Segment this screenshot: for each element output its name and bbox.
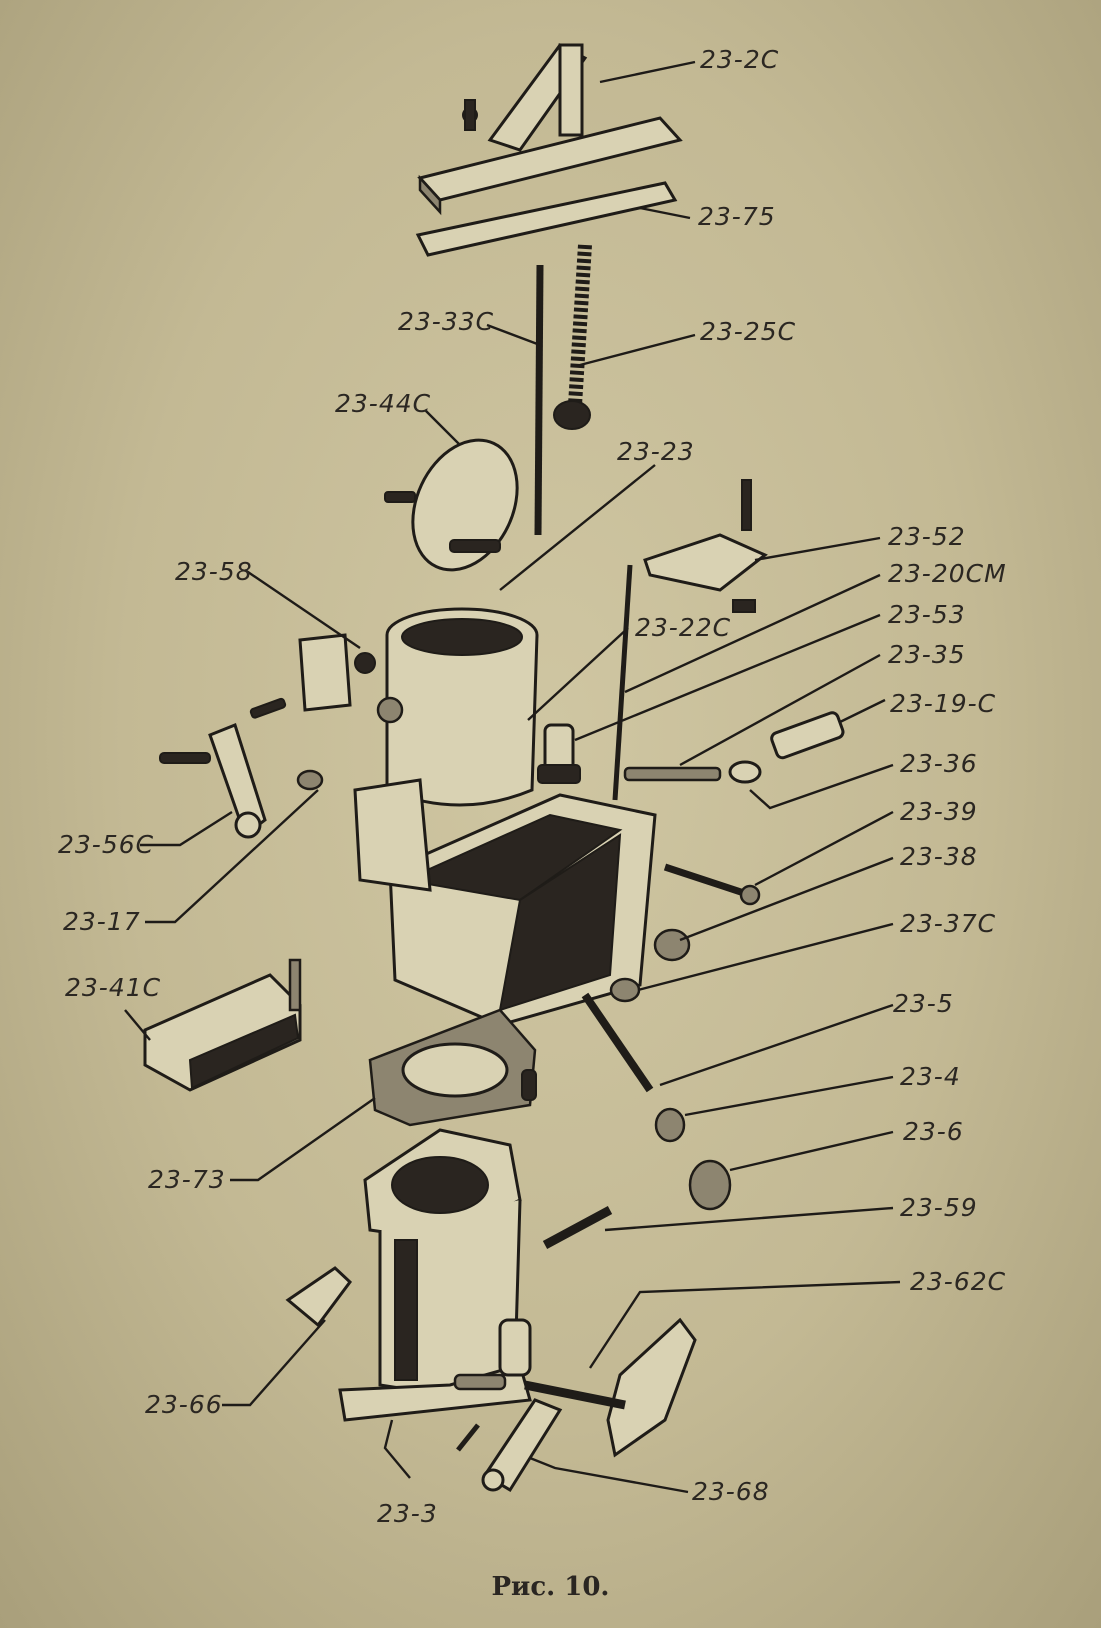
jet-23-4-part — [654, 1107, 686, 1143]
label-23-5: 23-5 — [893, 989, 954, 1018]
screw-pair-part — [249, 697, 287, 719]
plug-23-38-part — [653, 928, 691, 962]
label-23-4: 23-4 — [900, 1062, 961, 1091]
label-23-39: 23-39 — [900, 797, 978, 826]
label-23-36: 23-36 — [900, 749, 978, 778]
label-23-38: 23-38 — [900, 842, 978, 871]
spring-part — [553, 244, 592, 430]
throttle-body-part — [338, 1128, 532, 1422]
label-23-23: 23-23 — [617, 437, 695, 466]
bushing-23-17-part — [296, 769, 324, 791]
pin-23-35-part — [623, 766, 722, 782]
gasket-part — [415, 181, 678, 257]
air-horn-body-part — [298, 607, 539, 807]
label-23-52: 23-52 — [888, 522, 966, 551]
leader-lines — [124, 60, 901, 1494]
label-23-58: 23-58 — [175, 557, 253, 586]
rod-part — [534, 264, 544, 536]
plate-23-66-part — [285, 1266, 353, 1328]
label-23-53: 23-53 — [888, 600, 966, 629]
figure-caption: Рис. 10. — [491, 1572, 610, 1602]
label-23-3: 23-3 — [377, 1499, 438, 1528]
top-cover-part — [417, 43, 683, 216]
base-gasket-part — [368, 1008, 537, 1127]
label-23-44c: 23-44C — [335, 389, 431, 418]
label-23-41c: 23-41C — [65, 973, 161, 1002]
label-23-2c: 23-2C — [700, 45, 779, 74]
link-rod-part — [612, 564, 633, 801]
float-bowl-part — [353, 723, 657, 1027]
label-23-75: 23-75 — [698, 202, 776, 231]
label-23-56c: 23-56C — [58, 830, 154, 859]
valve-23-19c-part — [728, 711, 845, 784]
arm-23-68-part — [481, 1398, 563, 1493]
screw-23-39-part — [663, 863, 761, 906]
label-23-68: 23-68 — [692, 1477, 770, 1506]
cotter-pin-part — [456, 1423, 480, 1452]
screw-23-5-part — [581, 992, 654, 1093]
plug-23-6-part — [688, 1159, 732, 1211]
label-23-17: 23-17 — [63, 907, 141, 936]
carburetor-exploded-view: 23-2C 23-75 23-33C 23-25C 23-44C 23-23 2… — [58, 43, 1007, 1528]
screw-23-59-part — [542, 1206, 613, 1249]
label-23-22c: 23-22C — [635, 613, 731, 642]
float-23-41c-part — [143, 958, 302, 1092]
label-23-6: 23-6 — [903, 1117, 964, 1146]
label-23-37c: 23-37C — [900, 909, 996, 938]
lever-23-62c-part — [524, 1317, 697, 1458]
label-23-19c: 23-19-C — [890, 689, 996, 718]
throttle-disk-part — [384, 438, 519, 572]
lever-23-56c-part — [159, 723, 267, 839]
label-23-33c: 23-33C — [398, 307, 494, 336]
label-23-66: 23-66 — [145, 1390, 223, 1419]
label-23-35: 23-35 — [888, 640, 966, 669]
plug-23-37c-part — [609, 977, 641, 1003]
label-23-73: 23-73 — [148, 1165, 226, 1194]
label-23-59: 23-59 — [900, 1193, 978, 1222]
screw-23-52-part — [643, 479, 768, 613]
label-23-62c: 23-62C — [910, 1267, 1006, 1296]
label-23-25c: 23-25C — [700, 317, 796, 346]
label-23-20cm: 23-20CM — [888, 559, 1007, 588]
